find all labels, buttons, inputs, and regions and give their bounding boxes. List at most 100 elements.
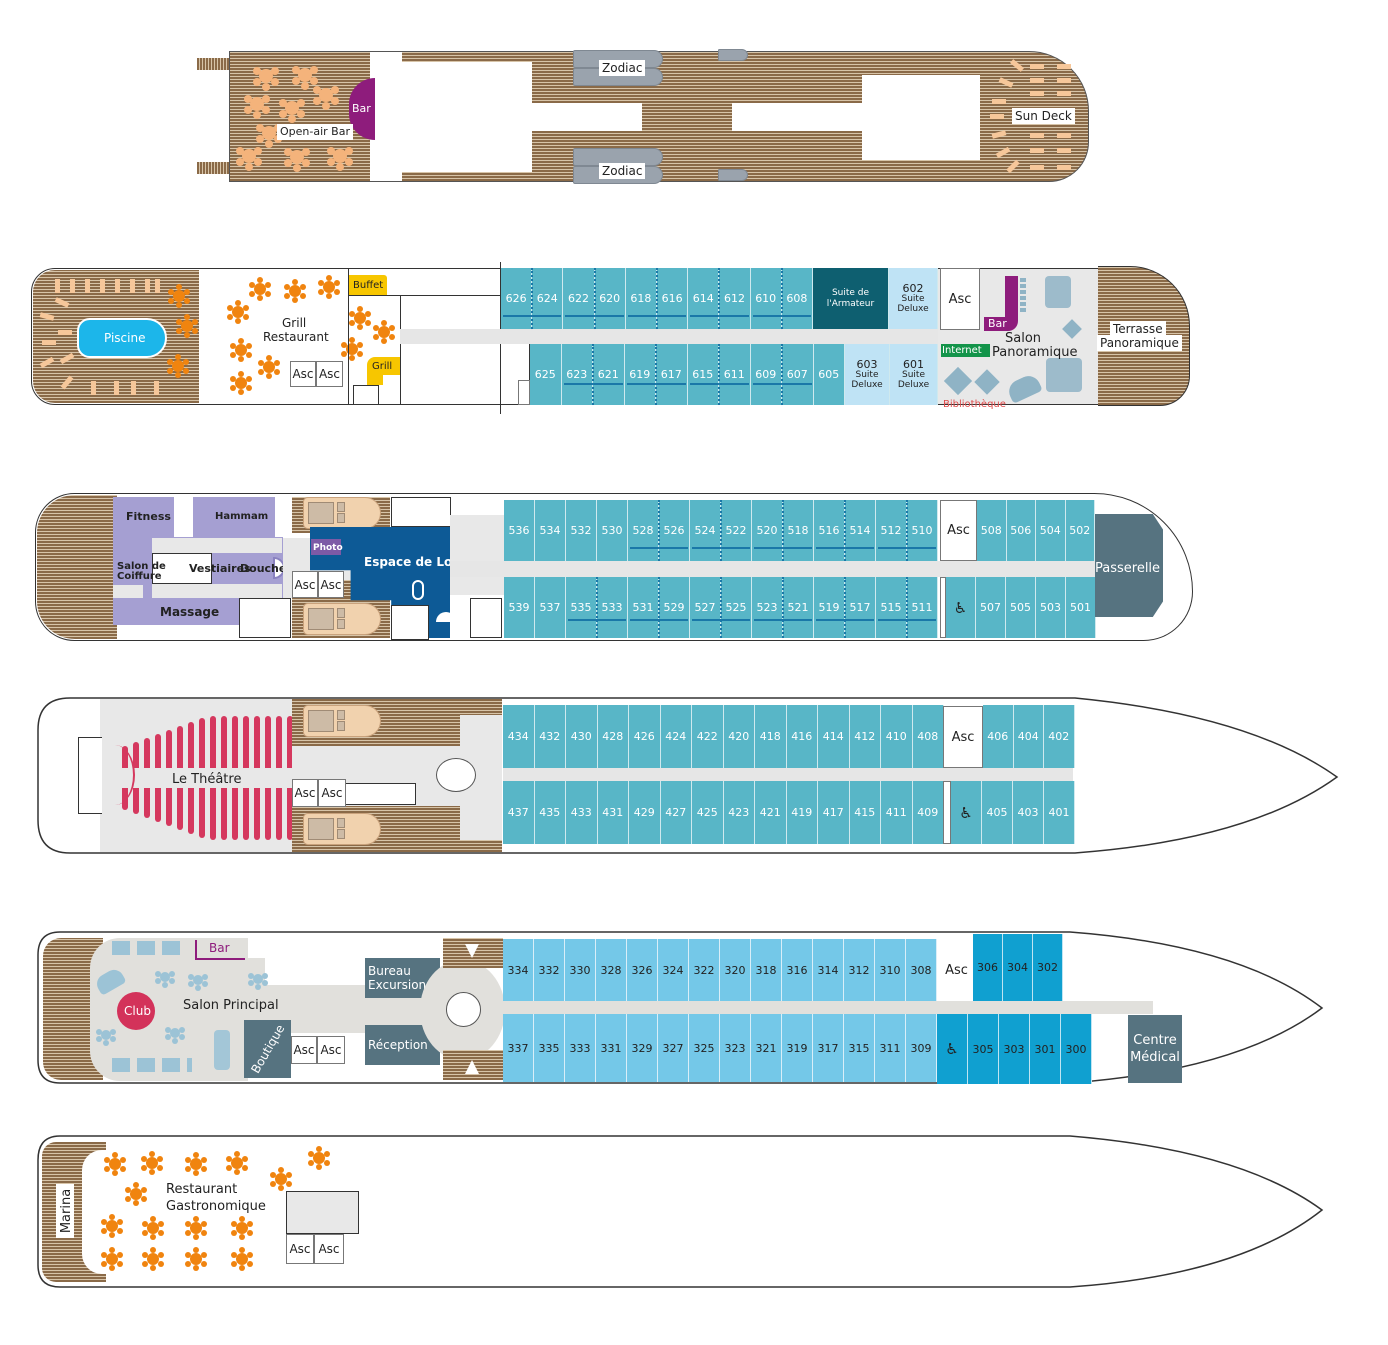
cabin-518[interactable]: 518 [783,500,814,561]
cabin-304[interactable]: 304 [1003,934,1033,1001]
cabin-520[interactable]: 520 [752,500,783,561]
cabin-418[interactable]: 418 [755,705,787,768]
cabin-331[interactable]: 331 [596,1014,627,1082]
cabin-519[interactable]: 519 [814,577,845,638]
cabin-605[interactable]: 605 [813,344,845,405]
cabin-509[interactable]: ♿ [946,577,976,638]
cabin-504[interactable]: 504 [1036,500,1066,561]
cabin-537[interactable]: 537 [535,577,566,638]
cabin-508[interactable]: 508 [977,500,1007,561]
cabin-301[interactable]: 301 [1030,1014,1061,1084]
cabin-424[interactable]: 424 [660,705,692,768]
suite-armateur[interactable]: Suite de l'Armateur [813,268,889,329]
cabin-309[interactable]: 309 [906,1014,937,1082]
cabin-612[interactable]: 612 [719,268,751,329]
cabin-624[interactable]: 624 [532,268,564,329]
cabin-422[interactable]: 422 [692,705,724,768]
cabin-432[interactable]: 432 [534,705,566,768]
cabin-435[interactable]: 435 [534,781,566,844]
cabin-409[interactable]: 409 [912,781,944,844]
cabin-621[interactable]: 621 [593,344,625,405]
cabin-517[interactable]: 517 [845,577,876,638]
cabin-333[interactable]: 333 [565,1014,596,1082]
cabin-305[interactable]: 305 [968,1014,999,1084]
cabin-503[interactable]: 503 [1036,577,1066,638]
cabin-310[interactable]: 310 [875,939,906,1001]
cabin-502[interactable]: 502 [1065,500,1095,561]
cabin-307[interactable]: ♿ [937,1014,968,1084]
cabin-324[interactable]: 324 [658,939,689,1001]
cabin-327[interactable]: 327 [658,1014,689,1082]
cabin-332[interactable]: 332 [534,939,565,1001]
centre-medical[interactable]: Centre Médical [1128,1015,1182,1083]
cabin-302[interactable]: 302 [1033,934,1063,1001]
cabin-535[interactable]: 535 [566,577,597,638]
cabin-428[interactable]: 428 [597,705,629,768]
cabin-532[interactable]: 532 [566,500,597,561]
cabin-524[interactable]: 524 [690,500,721,561]
cabin-316[interactable]: 316 [782,939,813,1001]
cabin-534[interactable]: 534 [535,500,566,561]
cabin-403[interactable]: 403 [1013,781,1044,844]
cabin-536[interactable]: 536 [504,500,535,561]
reception[interactable]: Réception [365,1025,440,1065]
cabin-434[interactable]: 434 [503,705,535,768]
cabin-622[interactable]: 622 [563,268,595,329]
cabin-539[interactable]: 539 [504,577,535,638]
cabin-308[interactable]: 308 [906,939,937,1001]
cabin-429[interactable]: 429 [629,781,661,844]
cabin-306[interactable]: 306 [973,934,1003,1001]
cabin-625[interactable]: 625 [530,344,562,405]
cabin-300[interactable]: 300 [1061,1014,1092,1084]
cabin-507[interactable]: 507 [976,577,1006,638]
cabin-329[interactable]: 329 [627,1014,658,1082]
cabin-601[interactable]: 601 Suite Deluxe [890,344,938,405]
cabin-506[interactable]: 506 [1006,500,1036,561]
cabin-514[interactable]: 514 [845,500,876,561]
cabin-414[interactable]: 414 [818,705,850,768]
cabin-337[interactable]: 337 [503,1014,534,1082]
cabin-312[interactable]: 312 [844,939,875,1001]
cabin-318[interactable]: 318 [751,939,782,1001]
cabin-319[interactable]: 319 [782,1014,813,1082]
cabin-427[interactable]: 427 [660,781,692,844]
cabin-326[interactable]: 326 [627,939,658,1001]
cabin-328[interactable]: 328 [596,939,627,1001]
cabin-330[interactable]: 330 [565,939,596,1001]
cabin-522[interactable]: 522 [721,500,752,561]
cabin-321[interactable]: 321 [751,1014,782,1082]
cabin-417[interactable]: 417 [818,781,850,844]
cabin-510[interactable]: 510 [907,500,938,561]
cabin-505[interactable]: 505 [1006,577,1036,638]
cabin-530[interactable]: 530 [597,500,628,561]
cabin-325[interactable]: 325 [689,1014,720,1082]
cabin-603[interactable]: 603 Suite Deluxe [845,344,890,405]
cabin-402[interactable]: 402 [1044,705,1075,768]
cabin-533[interactable]: 533 [597,577,628,638]
cabin-410[interactable]: 410 [881,705,913,768]
cabin-317[interactable]: 317 [813,1014,844,1082]
cabin-602[interactable]: 602 Suite Deluxe [889,268,938,329]
cabin-609[interactable]: 609 [750,344,782,405]
cabin-415[interactable]: 415 [849,781,881,844]
cabin-412[interactable]: 412 [849,705,881,768]
cabin-406[interactable]: 406 [983,705,1014,768]
cabin-425[interactable]: 425 [692,781,724,844]
cabin-610[interactable]: 610 [750,268,782,329]
cabin-335[interactable]: 335 [534,1014,565,1082]
cabin-607[interactable]: 607 [782,344,814,405]
cabin-411[interactable]: 411 [881,781,913,844]
cabin-320[interactable]: 320 [720,939,751,1001]
cabin-405[interactable]: 405 [982,781,1013,844]
cabin-430[interactable]: 430 [566,705,598,768]
cabin-407[interactable]: ♿ [951,781,982,844]
cabin-315[interactable]: 315 [844,1014,875,1082]
cabin-404[interactable]: 404 [1013,705,1044,768]
cabin-620[interactable]: 620 [594,268,626,329]
cabin-515[interactable]: 515 [876,577,907,638]
cabin-423[interactable]: 423 [723,781,755,844]
cabin-303[interactable]: 303 [999,1014,1030,1084]
cabin-433[interactable]: 433 [566,781,598,844]
cabin-431[interactable]: 431 [597,781,629,844]
cabin-426[interactable]: 426 [629,705,661,768]
